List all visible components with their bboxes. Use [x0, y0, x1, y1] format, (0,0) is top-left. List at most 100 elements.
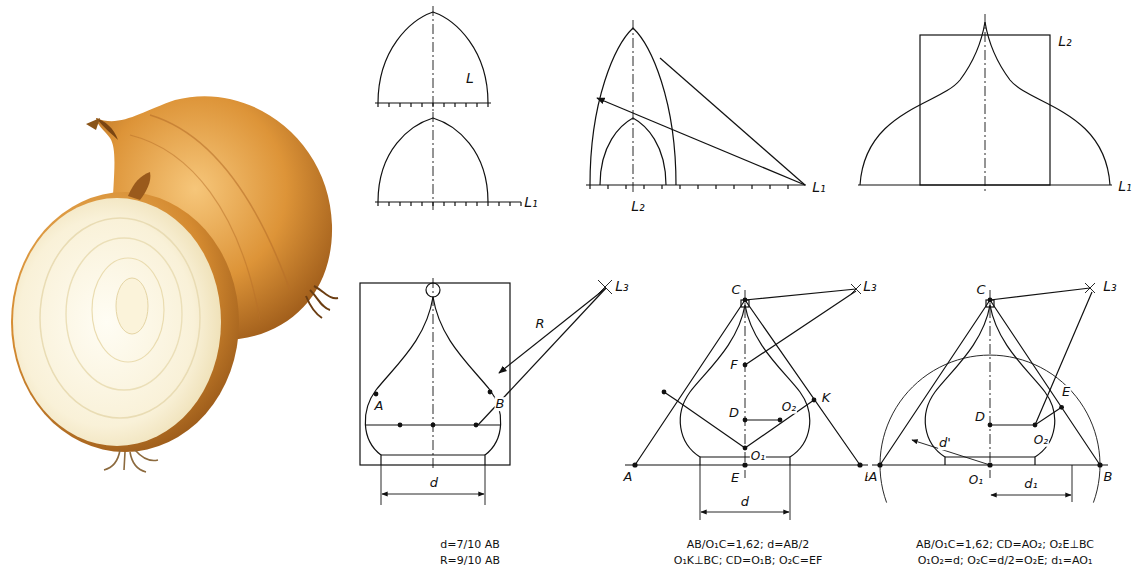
formula-caption: AB/O₁C=1,62; CD=AO₂; O₂E⊥BC	[915, 539, 1095, 551]
point-dot	[743, 298, 748, 303]
onion-photo	[104, 450, 158, 472]
point-dot	[743, 446, 748, 451]
radius-line	[499, 288, 606, 373]
onion-photo	[116, 278, 148, 334]
onion-photo	[66, 238, 182, 390]
point-label: B	[1103, 470, 1114, 484]
formula-caption: O₁K⊥BC; CD=O₁B; O₂C=EF	[673, 555, 824, 567]
onion-photo	[11, 96, 338, 472]
extension-lines	[381, 465, 485, 505]
axis-line	[985, 14, 986, 192]
onion-photo	[128, 172, 150, 200]
point-label: E	[1061, 385, 1071, 399]
point-dot	[1059, 405, 1064, 410]
center-mark	[851, 284, 861, 294]
axis-line	[433, 112, 434, 210]
point-dot	[1097, 462, 1102, 467]
dimension-label: d	[429, 476, 439, 490]
point-dot	[988, 423, 993, 428]
axis-line	[433, 278, 434, 470]
scale-label: L₂	[1057, 34, 1072, 49]
base-line	[586, 184, 806, 185]
point-dot	[877, 462, 882, 467]
scale-label: L₃	[614, 279, 629, 294]
axis-line	[433, 6, 434, 112]
construction-line	[990, 407, 1062, 425]
scale-label: L	[465, 71, 475, 86]
point-label: O₂	[781, 401, 797, 414]
dimension-line	[991, 495, 1071, 496]
point-dot	[632, 462, 637, 467]
point-dot	[742, 462, 747, 467]
construction-drawing	[360, 6, 1112, 520]
scale-label: L₁	[811, 180, 826, 195]
radius-label: R	[534, 317, 545, 331]
triangle	[625, 300, 868, 465]
point-label: F	[729, 358, 738, 372]
point-dot	[398, 423, 403, 428]
point-label: E	[730, 471, 740, 485]
scale-label: L₁	[1117, 179, 1132, 194]
point-dot	[743, 418, 748, 423]
scale-label: L₃	[862, 279, 877, 294]
dimension-label: d₁	[1023, 477, 1038, 491]
point-label: O₁	[750, 450, 766, 463]
point-dot	[987, 462, 992, 467]
onion-photo	[13, 198, 221, 446]
scale-ticks	[590, 185, 788, 189]
onion-photo	[92, 258, 164, 362]
formula-caption: d=7/10 AB	[439, 539, 500, 551]
point-label: O₂	[1033, 434, 1049, 447]
point-dot	[662, 390, 667, 395]
point-dot	[743, 363, 748, 368]
construction-line	[660, 58, 805, 185]
formula-caption: AB/O₁C=1,62; d=AB/2	[686, 539, 810, 551]
point-label: O₁	[968, 474, 984, 487]
scale-ticks	[378, 202, 521, 206]
point-dot	[374, 298, 1103, 468]
onion-photo	[86, 118, 100, 130]
scale-label: L₂	[630, 199, 645, 214]
point-label: A	[868, 470, 879, 484]
dome-profile	[990, 305, 1055, 465]
axis-line	[633, 20, 634, 195]
point-label: A	[623, 470, 634, 484]
point-label: D	[728, 406, 740, 420]
frame	[360, 283, 510, 465]
point-dot	[488, 390, 493, 395]
dome-profile	[925, 305, 990, 465]
point-dot	[474, 423, 479, 428]
dome-profile	[365, 297, 433, 465]
point-dot	[857, 462, 862, 467]
dimension-label: d	[740, 495, 750, 509]
dimension-label: d'	[938, 436, 952, 450]
center-mark	[598, 280, 612, 294]
formula-caption: R=9/10 AB	[439, 555, 501, 567]
point-dot	[988, 298, 993, 303]
scale-label: L₃	[1102, 279, 1117, 294]
point-dot	[431, 423, 436, 428]
construction-line	[990, 288, 1092, 425]
point-label: C	[730, 283, 741, 297]
point-label: A	[374, 399, 385, 413]
construction-line	[478, 288, 606, 425]
construction-line	[745, 289, 856, 365]
construction-arc	[880, 355, 1100, 503]
extension-lines	[1072, 465, 1073, 502]
point-label: B	[495, 397, 506, 411]
onion-photo	[11, 192, 239, 452]
dome-profile	[433, 297, 501, 465]
dimension-line	[701, 512, 789, 513]
point-dot	[812, 398, 817, 403]
onion-photo	[96, 118, 118, 140]
onion-photo	[40, 218, 200, 418]
onion-photo	[306, 286, 338, 318]
extension-lines	[700, 465, 790, 520]
point-label: D	[974, 410, 986, 424]
construction-line	[745, 419, 780, 420]
axis-line	[990, 290, 991, 478]
arrow-line	[597, 98, 805, 185]
point-dot	[1033, 423, 1038, 428]
center-mark	[1085, 283, 1095, 293]
